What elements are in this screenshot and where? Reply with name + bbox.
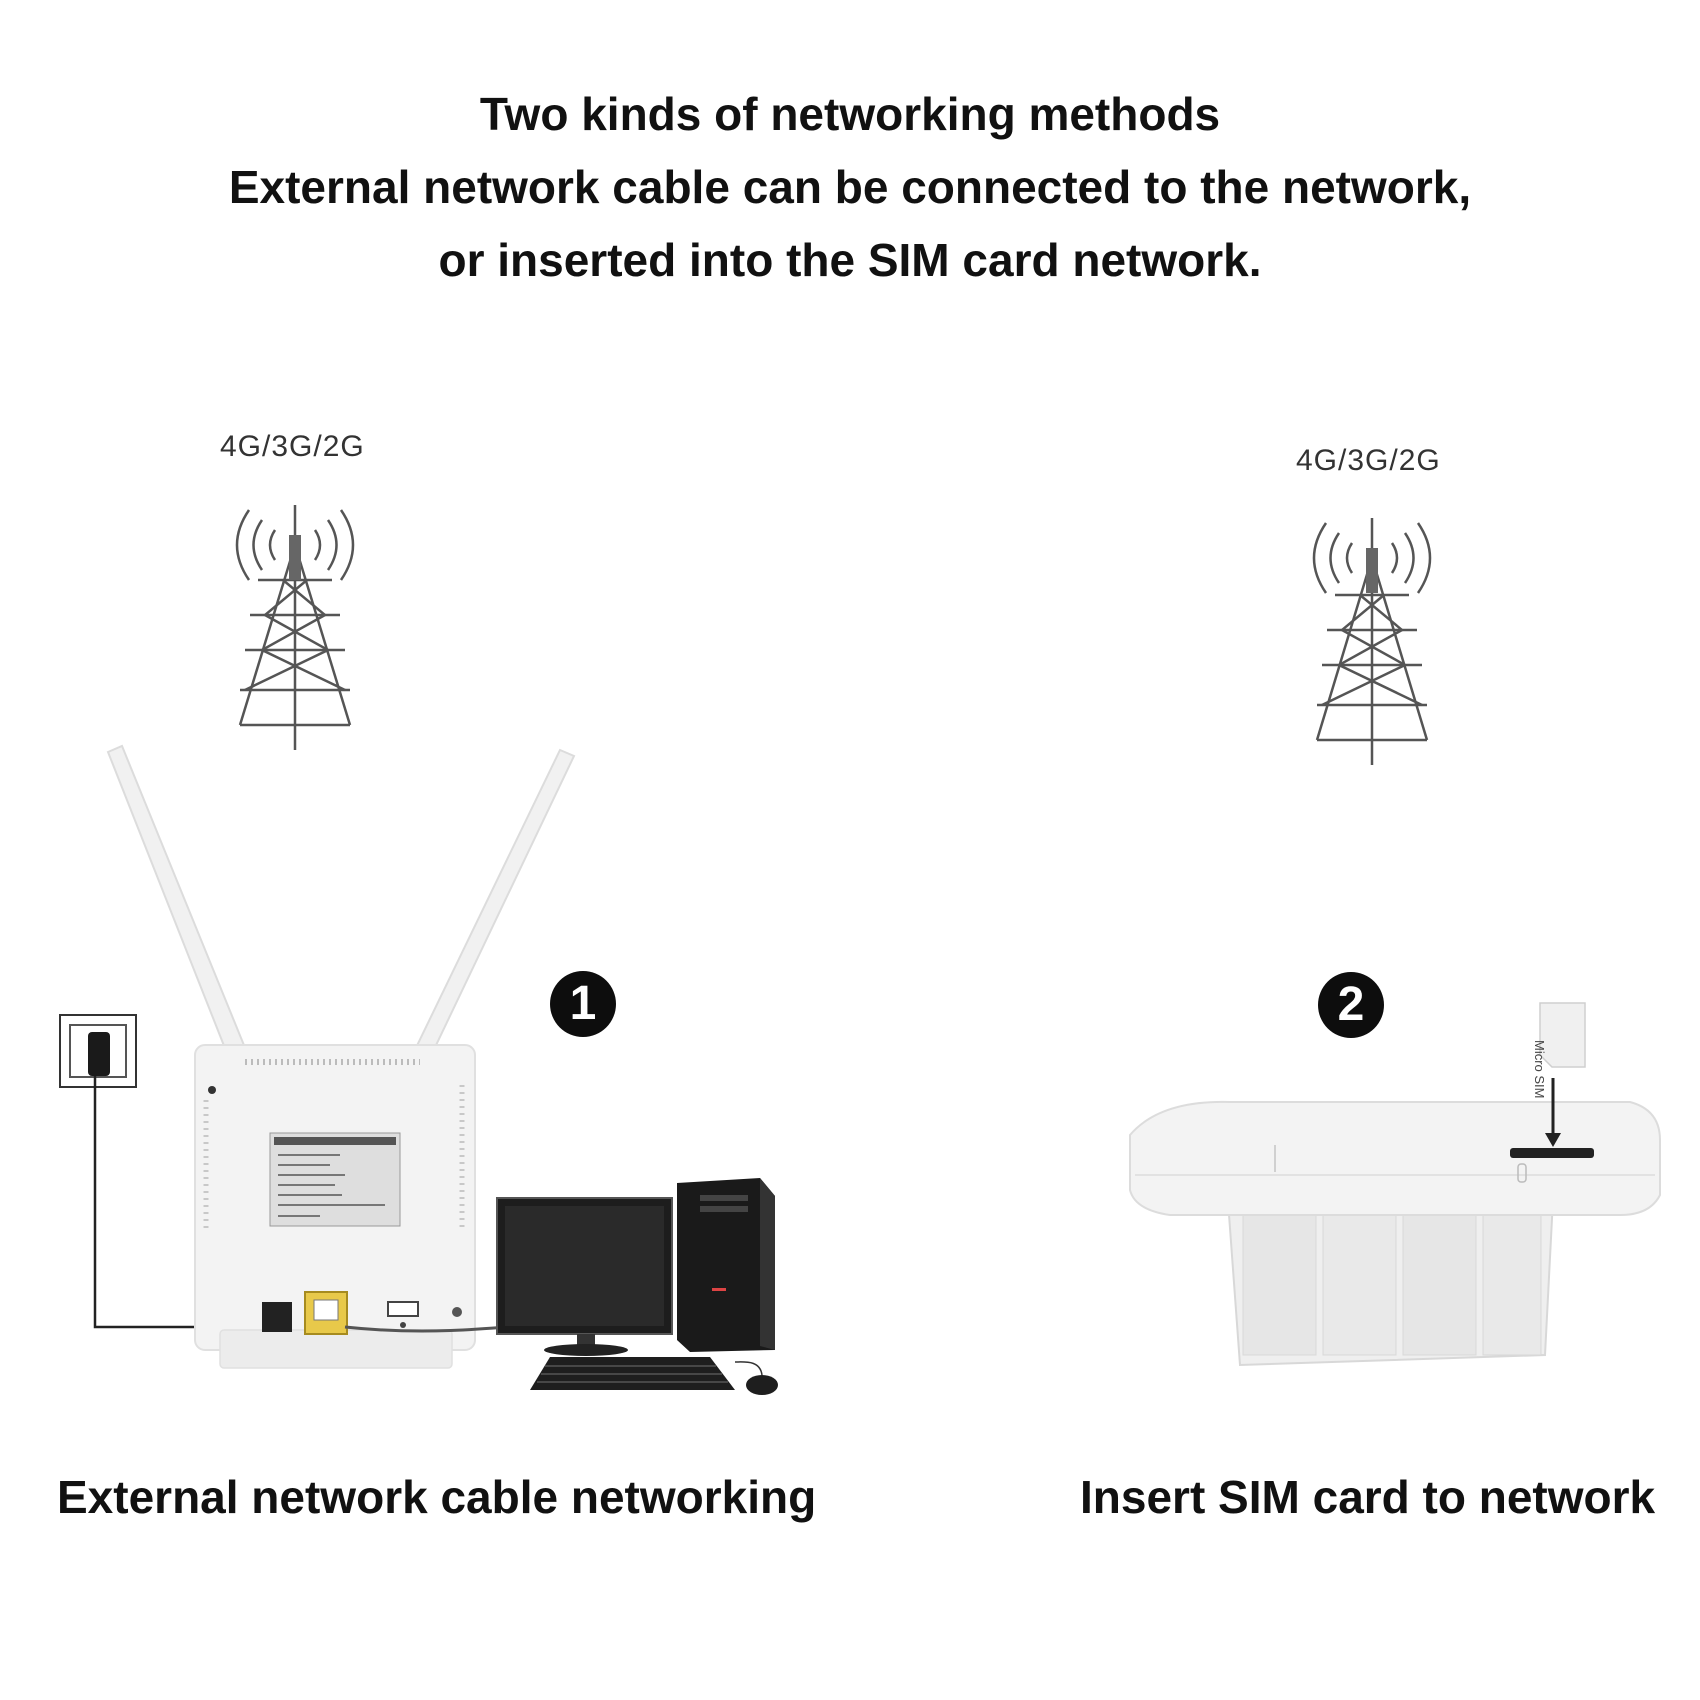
step-1-badge: 1: [550, 971, 616, 1037]
header-title-block: Two kinds of networking methods External…: [0, 78, 1700, 297]
header-line-1: Two kinds of networking methods: [479, 88, 1221, 140]
step-2-badge: 2: [1318, 972, 1384, 1038]
sim-card-icon: [1539, 1002, 1586, 1068]
header-line-2: External network cable can be connected …: [228, 161, 1472, 213]
right-caption: Insert SIM card to network: [1080, 1471, 1656, 1523]
micro-sim-label: Micro SIM: [1532, 1040, 1547, 1099]
right-cell-tower-icon: [1312, 518, 1432, 765]
left-caption: External network cable networking: [57, 1471, 817, 1523]
router-side-icon: [1129, 1078, 1661, 1367]
power-socket-icon: [59, 1014, 270, 1329]
left-cell-tower-icon: [235, 505, 355, 750]
right-band-label: 4G/3G/2G: [1296, 444, 1441, 477]
left-band-label: 4G/3G/2G: [220, 430, 365, 463]
computer-icon: [496, 1178, 778, 1395]
header-line-3: or inserted into the SIM card network.: [438, 234, 1262, 286]
